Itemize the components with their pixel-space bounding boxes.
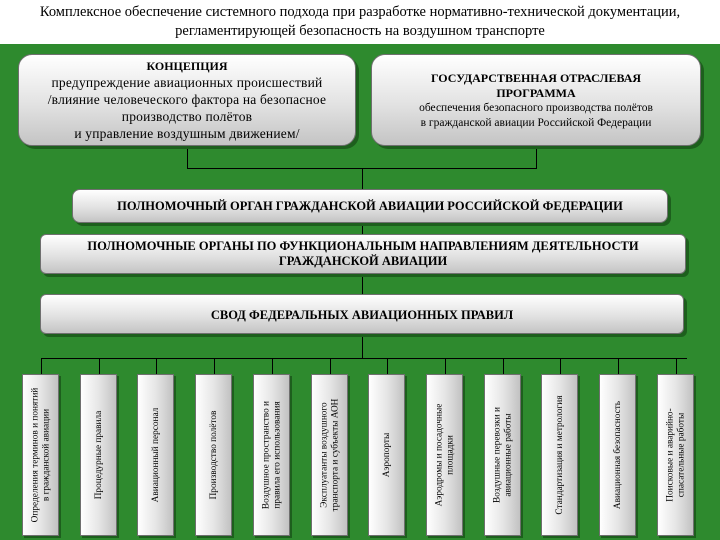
connector-func-rules [362, 274, 363, 294]
column-connector [387, 358, 388, 374]
rule-column-line: правила его использования [271, 401, 282, 509]
column-connector [560, 358, 561, 374]
rule-column-line: Аэропорты [381, 432, 392, 478]
rule-column: Стандартизация и метрология [541, 374, 578, 536]
program-line-1: обеспечения безопасного производства пол… [419, 102, 653, 114]
connector-concept-down [187, 146, 188, 168]
federal-rules-box: СВОД ФЕДЕРАЛЬНЫХ АВИАЦИОННЫХ ПРАВИЛ [40, 294, 684, 334]
rule-column: Производство полётов [195, 374, 232, 536]
rule-column-label: Авиационная безопасность [612, 377, 623, 533]
rule-column-line: Поисковые и аварийно- [665, 408, 675, 502]
rule-column-line: Аэродромы и посадочные [434, 403, 444, 507]
column-connector [156, 358, 157, 374]
functional-line-2: ГРАЖДАНСКОЙ АВИАЦИИ [278, 254, 448, 268]
title-line-2: регламентирующей безопасность на воздушн… [175, 23, 545, 39]
column-connector [618, 358, 619, 374]
functional-authorities-box: ПОЛНОМОЧНЫЕ ОРГАНЫ ПО ФУНКЦИОНАЛЬНЫМ НАП… [40, 234, 686, 274]
column-connector [214, 358, 215, 374]
rule-column-line: авиационные работы [502, 413, 513, 497]
connector-to-authority [362, 168, 363, 189]
program-box: ГОСУДАРСТВЕННАЯ ОТРАСЛЕВАЯ ПРОГРАММА обе… [371, 54, 701, 146]
rule-column-line: Воздушные перевозки и [492, 407, 502, 503]
concept-box: КОНЦЕПЦИЯ предупреждение авиационных про… [18, 54, 356, 146]
rule-column-label: Процедурные правила [93, 377, 104, 533]
rule-column-label: Поисковые и аварийно-спасательные работы [665, 377, 686, 533]
column-connector [330, 358, 331, 374]
column-connector [445, 358, 446, 374]
title-line-1: Комплексное обеспечение системного подхо… [39, 4, 681, 20]
federal-rules-label: СВОД ФЕДЕРАЛЬНЫХ АВИАЦИОННЫХ ПРАВИЛ [210, 308, 514, 322]
rule-column: Аэропорты [368, 374, 405, 536]
rule-column: Поисковые и аварийно-спасательные работы [657, 374, 694, 536]
connector-rules-down [362, 334, 363, 358]
connector-authority-func [362, 223, 363, 234]
rule-column-label: Аэропорты [381, 377, 392, 533]
rule-column-line: транспорта и субъекты АОН [329, 398, 340, 512]
column-connector [99, 358, 100, 374]
rule-column-line: Авиационный персонал [150, 407, 161, 503]
rule-column-line: Воздушное пространство и [261, 400, 271, 510]
authority-box: ПОЛНОМОЧНЫЙ ОРГАН ГРАЖДАНСКОЙ АВИАЦИИ РО… [72, 189, 668, 223]
connector-program-down [536, 146, 537, 168]
authority-label: ПОЛНОМОЧНЫЙ ОРГАН ГРАЖДАНСКОЙ АВИАЦИИ РО… [117, 199, 623, 213]
rule-column-line: Определения терминов и понятий [30, 387, 40, 523]
functional-line-1: ПОЛНОМОЧНЫЕ ОРГАНЫ ПО ФУНКЦИОНАЛЬНЫМ НАП… [87, 239, 639, 253]
rule-column-label: Производство полётов [208, 377, 219, 533]
rule-column-label: Стандартизация и метрология [554, 377, 565, 533]
program-heading-2: ПРОГРАММА [496, 86, 576, 100]
page-title: Комплексное обеспечение системного подхо… [0, 0, 720, 44]
program-line-2: в гражданской авиации Российской Федерац… [420, 117, 652, 129]
rule-column-line: спасательные работы [675, 412, 686, 498]
rule-column: Процедурные правила [80, 374, 117, 536]
program-heading-1: ГОСУДАРСТВЕННАЯ ОТРАСЛЕВАЯ [430, 71, 642, 85]
rule-column-line: Производство полётов [208, 410, 219, 500]
rule-column-line: Процедурные правила [93, 410, 104, 500]
concept-line-3: производство полётов [121, 109, 253, 124]
concept-line-2: /влияние человеческого фактора на безопа… [47, 92, 327, 107]
column-connector [503, 358, 504, 374]
connector-horizontal-bottom [41, 358, 687, 359]
concept-heading: КОНЦЕПЦИЯ [146, 59, 228, 73]
rule-column-line: в гражданской авиации [40, 408, 51, 502]
rule-column-line: площадки [444, 435, 455, 475]
concept-line-1: предупреждение авиационных происшествий [51, 75, 323, 90]
rule-column-label: Авиационный персонал [150, 377, 161, 533]
rule-column-line: Стандартизация и метрология [554, 395, 565, 515]
column-connector [272, 358, 273, 374]
rule-column-line: Авиационная безопасность [612, 400, 623, 510]
rule-column-line: Эксплуатанты воздушного [319, 402, 329, 508]
rule-column: Авиационный персонал [137, 374, 174, 536]
rule-column: Авиационная безопасность [599, 374, 636, 536]
diagram-canvas: КОНЦЕПЦИЯ предупреждение авиационных про… [0, 44, 720, 540]
concept-line-4: и управление воздушным движением/ [74, 126, 300, 141]
column-connector [41, 358, 42, 374]
column-connector [676, 358, 677, 374]
